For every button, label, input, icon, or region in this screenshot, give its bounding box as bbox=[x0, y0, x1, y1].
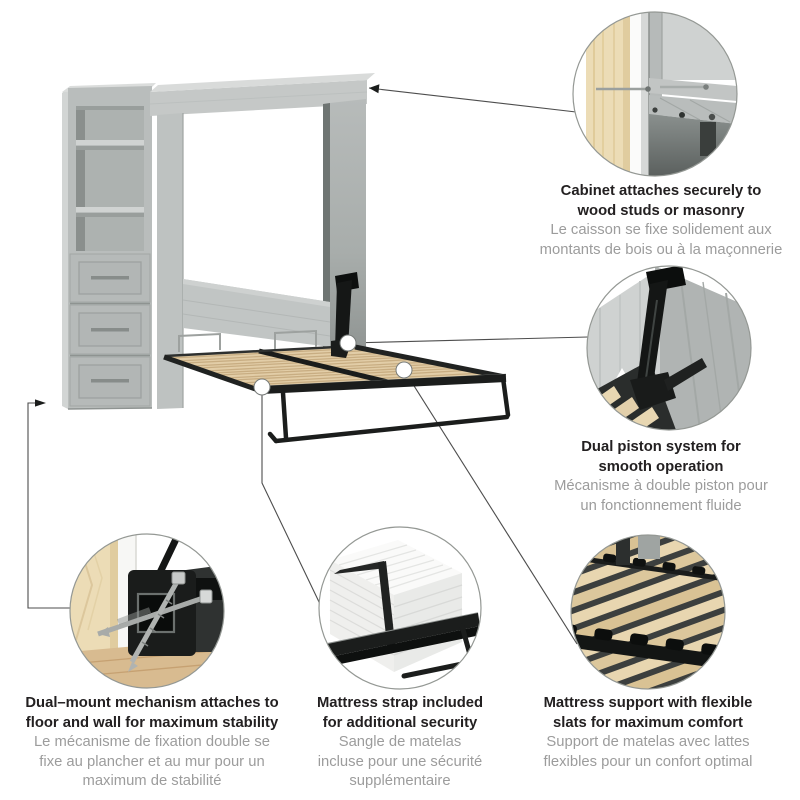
callout-title-line: Cabinet attaches securely to bbox=[560, 183, 762, 199]
callout-title-line: Mattress strap included bbox=[316, 695, 484, 711]
detail-cabinet-attachment bbox=[586, 12, 737, 176]
callout-subtitle-line: montants de bois ou à la maçonnerie bbox=[539, 241, 783, 258]
bed-deck bbox=[163, 272, 511, 444]
headboard-panel bbox=[182, 279, 331, 347]
callout-title-line: wood studs or masonry bbox=[577, 202, 745, 219]
callout-dot-dual-piston bbox=[339, 334, 357, 352]
callout-text-dual-mount: Dual–mount mechanism attaches to floor a… bbox=[6, 694, 298, 792]
lag-screws bbox=[97, 571, 213, 672]
mounting-screws bbox=[596, 84, 716, 121]
piston-detail bbox=[630, 266, 707, 410]
callout-title-line: Dual–mount mechanism attaches to bbox=[25, 695, 279, 711]
callout-subtitle-line: flexibles pour un confort optimal bbox=[543, 753, 753, 770]
callout-subtitle-line: Le mécanisme de fixation double se bbox=[33, 734, 271, 750]
center-rail bbox=[258, 348, 393, 386]
detail-flexible-slats bbox=[571, 535, 725, 689]
bed-legs bbox=[267, 375, 511, 444]
frame-and-leg bbox=[319, 612, 481, 679]
callout-line-mattress-support bbox=[403, 369, 578, 645]
callout-text-dual-piston: Dual piston system for smooth operation … bbox=[522, 438, 800, 516]
piston-mechanism bbox=[331, 272, 359, 358]
callout-dots bbox=[253, 334, 413, 396]
detail-mattress-strap bbox=[319, 540, 481, 679]
callout-subtitle-line: Sangle de matelas bbox=[338, 734, 462, 750]
callout-subtitle-line: maximum de stabilité bbox=[82, 773, 222, 789]
mattress-brackets bbox=[178, 329, 317, 352]
bookcase-shelves bbox=[76, 106, 144, 251]
callout-title-line: for additional security bbox=[322, 714, 478, 731]
callout-title-line: Dual piston system for bbox=[581, 439, 741, 455]
callout-subtitle-line: incluse pour une sécurité bbox=[317, 753, 483, 770]
callout-circle-dual-mount bbox=[69, 533, 225, 689]
storage-cabinet bbox=[62, 83, 156, 410]
callout-subtitle-line: fixe au plancher et au mur pour un bbox=[39, 753, 265, 770]
arrow-icon bbox=[35, 399, 46, 407]
callout-subtitle-line: Support de matelas avec lattes bbox=[546, 734, 750, 750]
callout-title-line: smooth operation bbox=[598, 458, 724, 475]
bookcase-drawers bbox=[69, 253, 151, 407]
callout-line-dual-mount bbox=[27, 402, 70, 609]
callout-title-line: Mattress support with flexible bbox=[543, 695, 753, 711]
arrow-icon bbox=[369, 84, 380, 94]
callout-dot-mattress-strap bbox=[253, 378, 271, 396]
callout-text-mattress-strap: Mattress strap included for additional s… bbox=[300, 694, 500, 792]
callout-circle-cabinet-attachment bbox=[572, 11, 738, 177]
callout-circle-mattress-support bbox=[570, 534, 726, 690]
callout-title-line: slats for maximum comfort bbox=[553, 714, 743, 731]
callout-subtitle-line: supplémentaire bbox=[349, 773, 451, 789]
callout-text-mattress-support: Mattress support with flexible slats for… bbox=[503, 694, 793, 772]
callout-circle-dual-piston bbox=[586, 265, 752, 431]
callout-line-mattress-strap bbox=[261, 387, 321, 605]
callout-line-dual-piston bbox=[348, 336, 589, 344]
callout-subtitle-line: Le caisson se fixe solidement aux bbox=[550, 222, 772, 238]
callout-subtitle-line: un fonctionnement fluide bbox=[580, 497, 742, 514]
callout-dot-mattress-support bbox=[395, 361, 413, 379]
callout-circle-mattress-strap bbox=[318, 526, 482, 690]
callout-title-line: floor and wall for maximum stability bbox=[25, 714, 279, 731]
callout-subtitle-line: Mécanisme à double piston pour bbox=[554, 478, 768, 494]
callout-text-cabinet-attachment: Cabinet attaches securely to wood studs … bbox=[522, 182, 800, 260]
callout-line-cabinet-attachment bbox=[368, 87, 577, 113]
